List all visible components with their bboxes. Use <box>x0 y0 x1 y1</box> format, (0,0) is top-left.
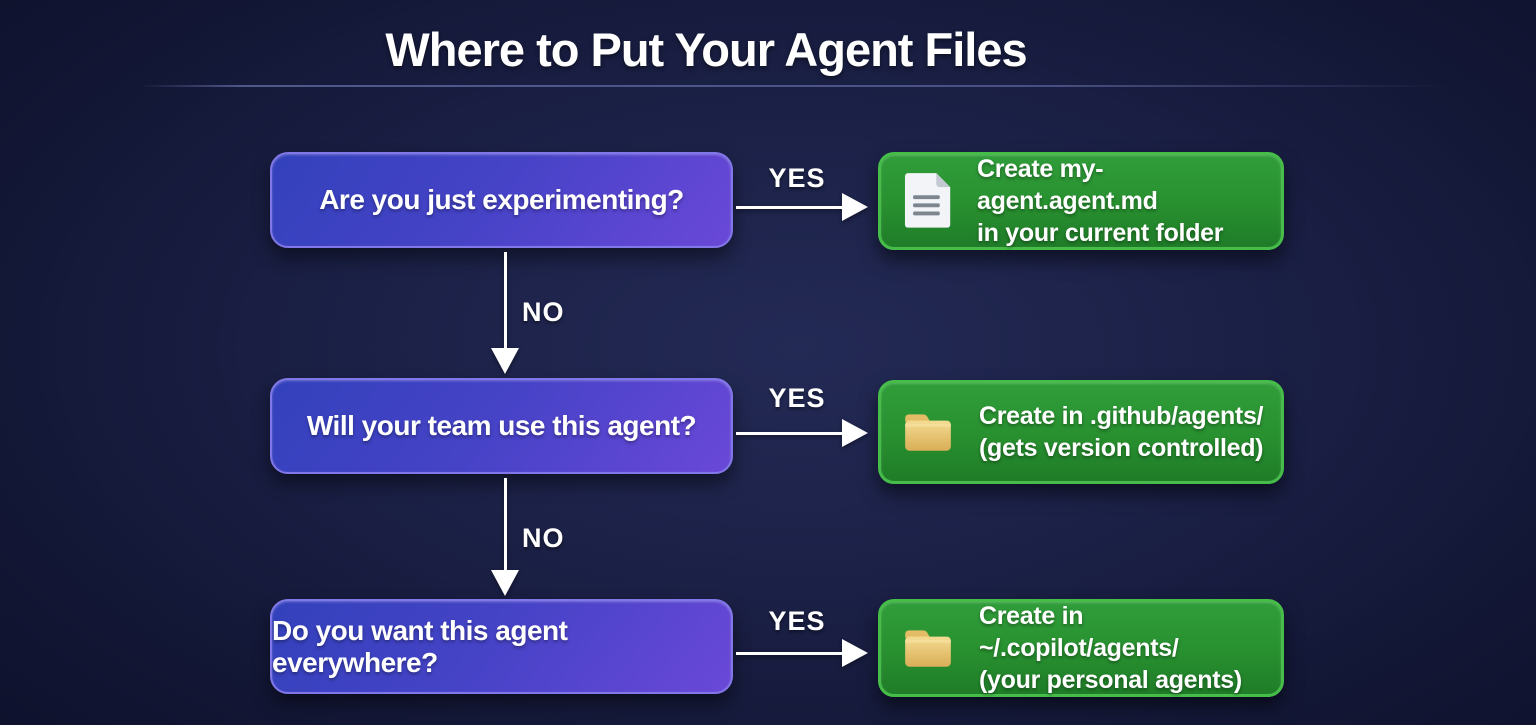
arrow-line <box>503 252 507 348</box>
question-text: Will your team use this agent? <box>306 410 697 441</box>
yes-arrow <box>736 639 868 667</box>
arrow-head-icon <box>842 639 868 667</box>
answer-line2: in your current folder <box>977 219 1224 247</box>
question-text: Are you just experimenting? <box>319 184 684 215</box>
folder-icon <box>901 409 955 455</box>
answer-line2: (gets version controlled) <box>979 434 1264 462</box>
yes-label: YES <box>768 383 826 413</box>
question-box-team-use: Will your team use this agent? <box>270 378 733 474</box>
answer-line1: Create in .github/agents/ <box>979 402 1264 430</box>
answer-line1: Create in ~/.copilot/agents/ <box>979 602 1179 662</box>
no-arrow <box>490 252 520 374</box>
document-icon <box>901 172 953 230</box>
arrow-line <box>736 651 842 655</box>
page-title: Where to Put Your Agent Files <box>385 23 1027 76</box>
yes-label: YES <box>768 163 826 193</box>
arrow-head-icon <box>842 419 868 447</box>
answer-line2: (your personal agents) <box>979 666 1242 694</box>
no-arrow <box>490 478 520 596</box>
arrow-line <box>736 431 842 435</box>
answer-box-current-folder: Create my-agent.agent.md in your current… <box>878 152 1284 250</box>
yes-label: YES <box>768 606 826 636</box>
title-divider <box>138 85 1452 87</box>
yes-arrow <box>736 193 868 221</box>
arrow-head-icon <box>491 348 519 374</box>
yes-arrow <box>736 419 868 447</box>
folder-icon <box>901 625 955 671</box>
answer-line1: Create my-agent.agent.md <box>977 155 1158 215</box>
no-label: NO <box>522 297 565 327</box>
question-box-agent-everywhere: Do you want this agent everywhere? <box>270 599 733 694</box>
arrow-line <box>736 205 842 209</box>
question-text: Do you want this agent everywhere? <box>272 614 568 678</box>
question-box-experimenting: Are you just experimenting? <box>270 152 733 248</box>
arrow-head-icon <box>842 193 868 221</box>
arrow-head-icon <box>491 570 519 596</box>
answer-box-github-agents: Create in .github/agents/ (gets version … <box>878 380 1284 484</box>
answer-box-copilot-agents: Create in ~/.copilot/agents/ (your perso… <box>878 599 1284 697</box>
arrow-line <box>503 478 507 570</box>
no-label: NO <box>522 523 565 553</box>
